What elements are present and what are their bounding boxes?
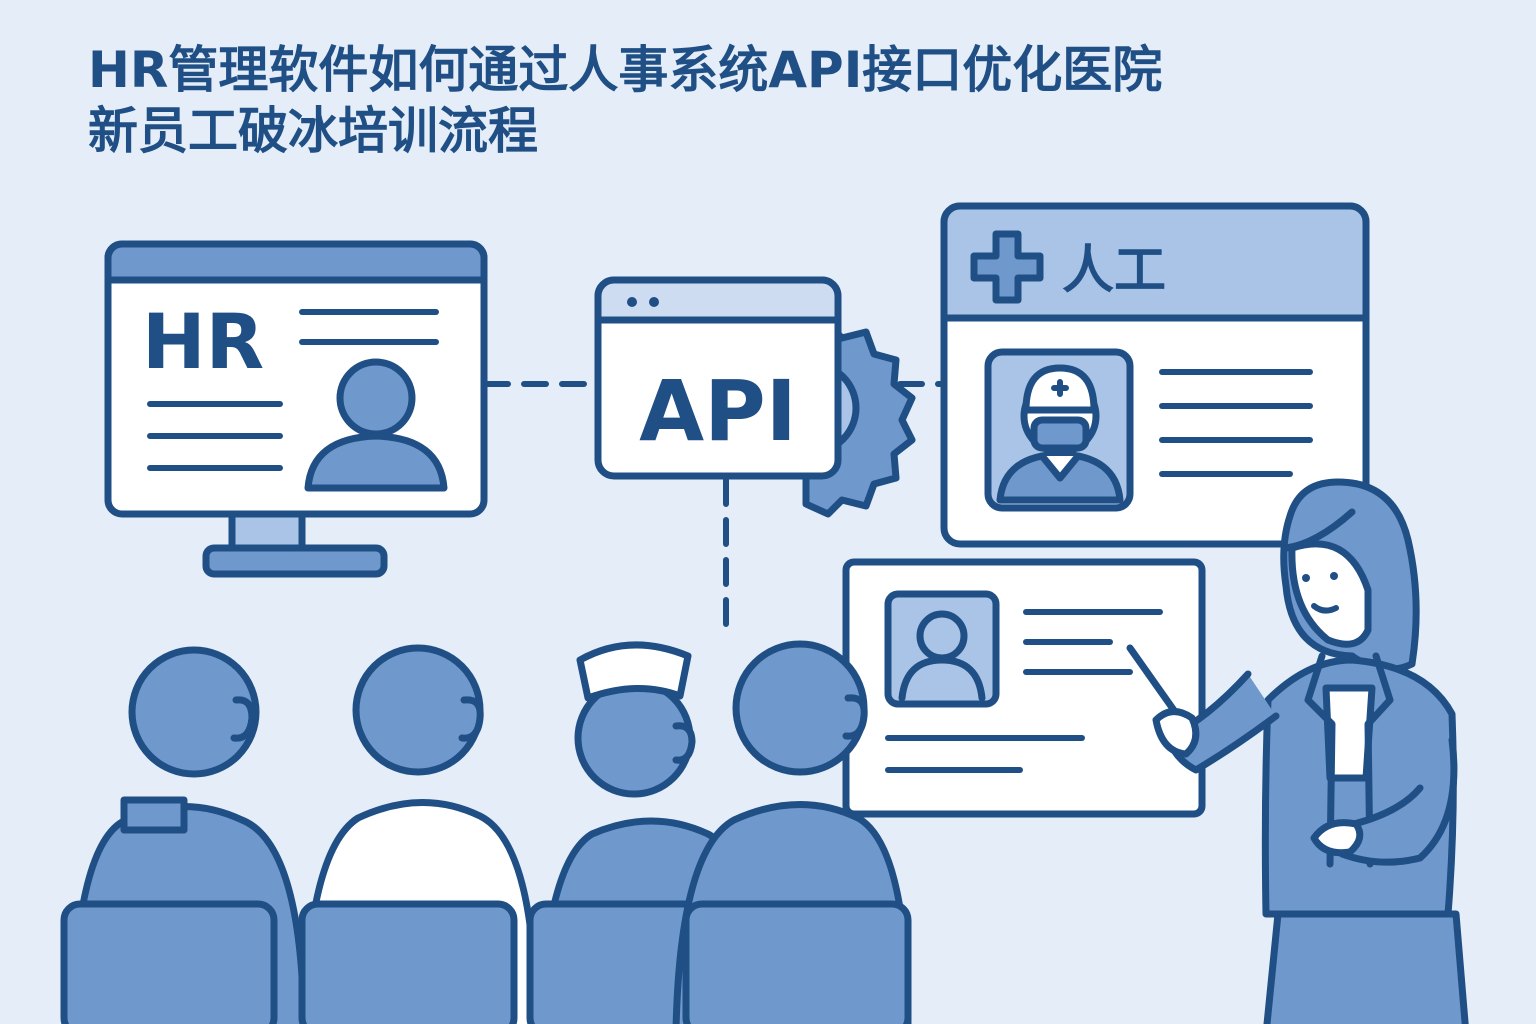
person-icon (304, 358, 448, 492)
trainee-4 (672, 640, 912, 1024)
medical-cross-icon (970, 230, 1044, 304)
audience (60, 640, 912, 1024)
hr-label: HR (142, 297, 264, 386)
panel-header-label: 人工 (1062, 241, 1166, 301)
person-icon (898, 610, 986, 702)
presentation-board (842, 558, 1206, 818)
doctor-icon (996, 364, 1124, 504)
page-title: HR管理软件如何通过人事系统API接口优化医院 新员工破冰培训流程 (88, 40, 1508, 162)
hr-monitor: HR (104, 240, 488, 578)
hospital-staff-panel: 人工 (940, 202, 1370, 548)
api-label: API (639, 362, 797, 460)
title-line-1: HR管理软件如何通过人事系统API接口优化医院 (88, 41, 1163, 99)
title-line-2: 新员工破冰培训流程 (88, 102, 538, 160)
trainee-2 (298, 644, 540, 1024)
api-window: API (594, 276, 916, 518)
trainee-1 (60, 646, 308, 1024)
presenter (1126, 478, 1469, 1024)
connector-lines (483, 381, 947, 643)
